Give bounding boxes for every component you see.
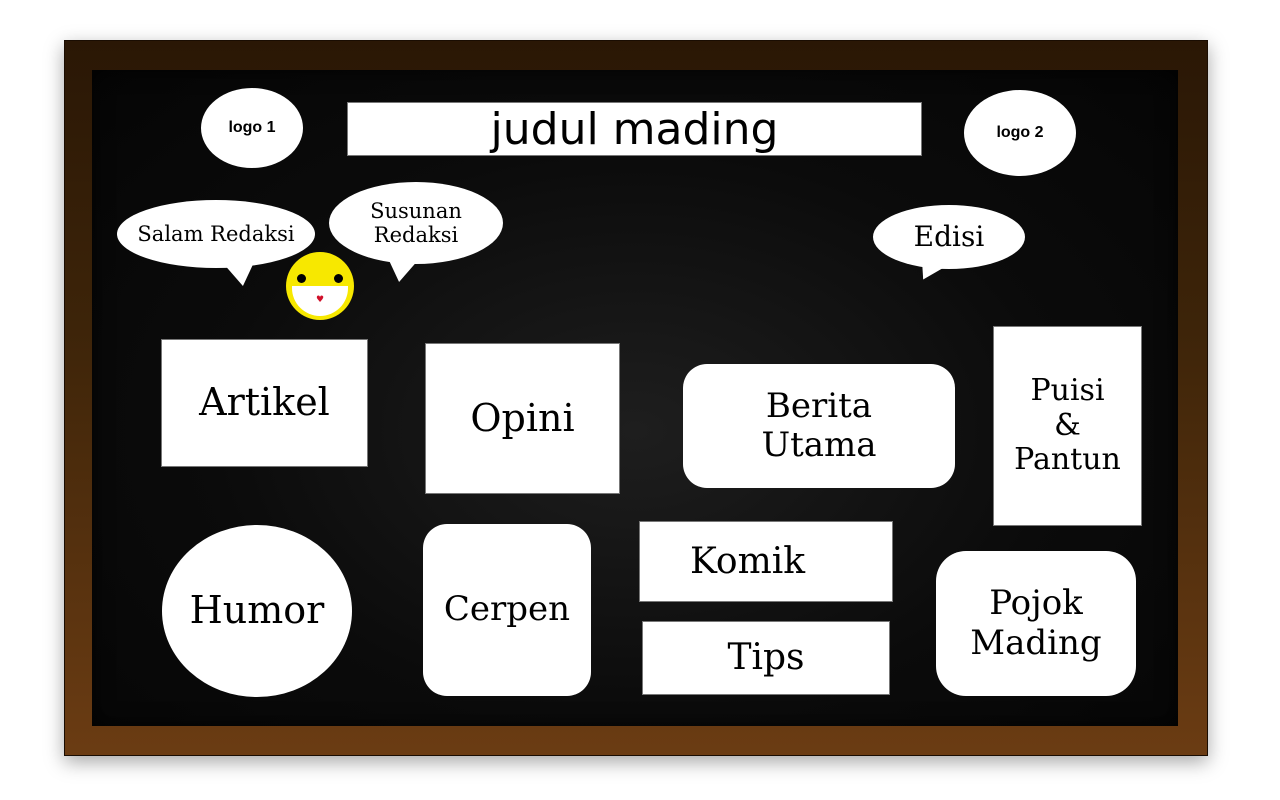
- bubble-edisi: Edisi: [873, 205, 1025, 269]
- smiley-eye: [297, 274, 306, 283]
- page-title: judul mading: [347, 102, 922, 156]
- section-cerpen: Cerpen: [423, 524, 591, 696]
- section-pojok-mading: Pojok Mading: [936, 551, 1136, 696]
- salam-redaksi-label: Salam Redaksi: [137, 221, 295, 246]
- logo-2: logo 2: [964, 90, 1076, 176]
- komik-label: Komik: [690, 540, 806, 582]
- section-puisi-pantun: Puisi & Pantun: [993, 326, 1142, 526]
- section-artikel: Artikel: [161, 339, 368, 467]
- pojok-mading-label: Pojok Mading: [970, 583, 1102, 663]
- title-text: judul mading: [490, 103, 779, 155]
- section-komik: Komik: [639, 521, 893, 602]
- section-opini: Opini: [425, 343, 620, 494]
- cerpen-label: Cerpen: [443, 589, 571, 630]
- section-berita-utama: Berita Utama: [683, 364, 955, 488]
- logo-1-label: logo 1: [228, 119, 276, 136]
- section-tips: Tips: [642, 621, 890, 695]
- bubble-susunan-redaksi: Susunan Redaksi: [329, 182, 503, 264]
- edisi-label: Edisi: [913, 219, 985, 253]
- logo-1: logo 1: [201, 88, 303, 168]
- artikel-label: Artikel: [199, 380, 330, 425]
- bubble-salam-redaksi: Salam Redaksi: [117, 200, 315, 268]
- smiley-eye: [334, 274, 343, 283]
- susunan-redaksi-label: Susunan Redaksi: [370, 198, 462, 247]
- berita-utama-label: Berita Utama: [761, 385, 877, 465]
- smiley-tongue: ♥: [316, 295, 325, 305]
- humor-label: Humor: [189, 588, 325, 633]
- tips-label: Tips: [727, 637, 805, 679]
- section-humor: Humor: [162, 525, 352, 697]
- smiley-face-icon: ♥: [286, 252, 354, 320]
- opini-label: Opini: [470, 395, 575, 440]
- puisi-pantun-label: Puisi & Pantun: [1014, 373, 1121, 478]
- logo-2-label: logo 2: [996, 124, 1044, 141]
